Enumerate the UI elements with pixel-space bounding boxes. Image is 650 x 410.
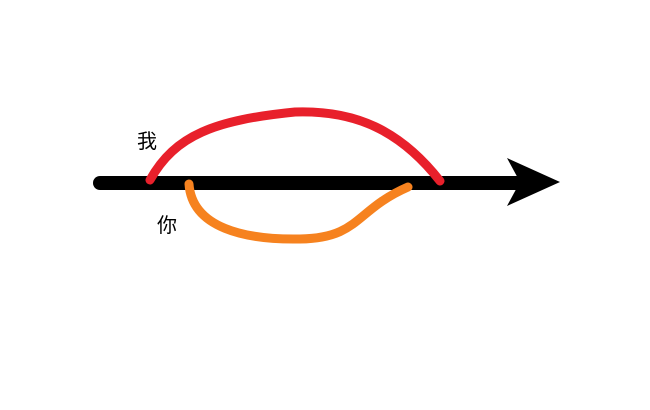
lower-arc-label: 你	[157, 213, 177, 237]
upper-arc	[145, 107, 445, 186]
axis-arrowhead	[507, 158, 560, 206]
right-arrow-icon	[93, 158, 560, 206]
upper-arc-label: 我	[137, 129, 157, 153]
lower-arc	[184, 179, 413, 244]
